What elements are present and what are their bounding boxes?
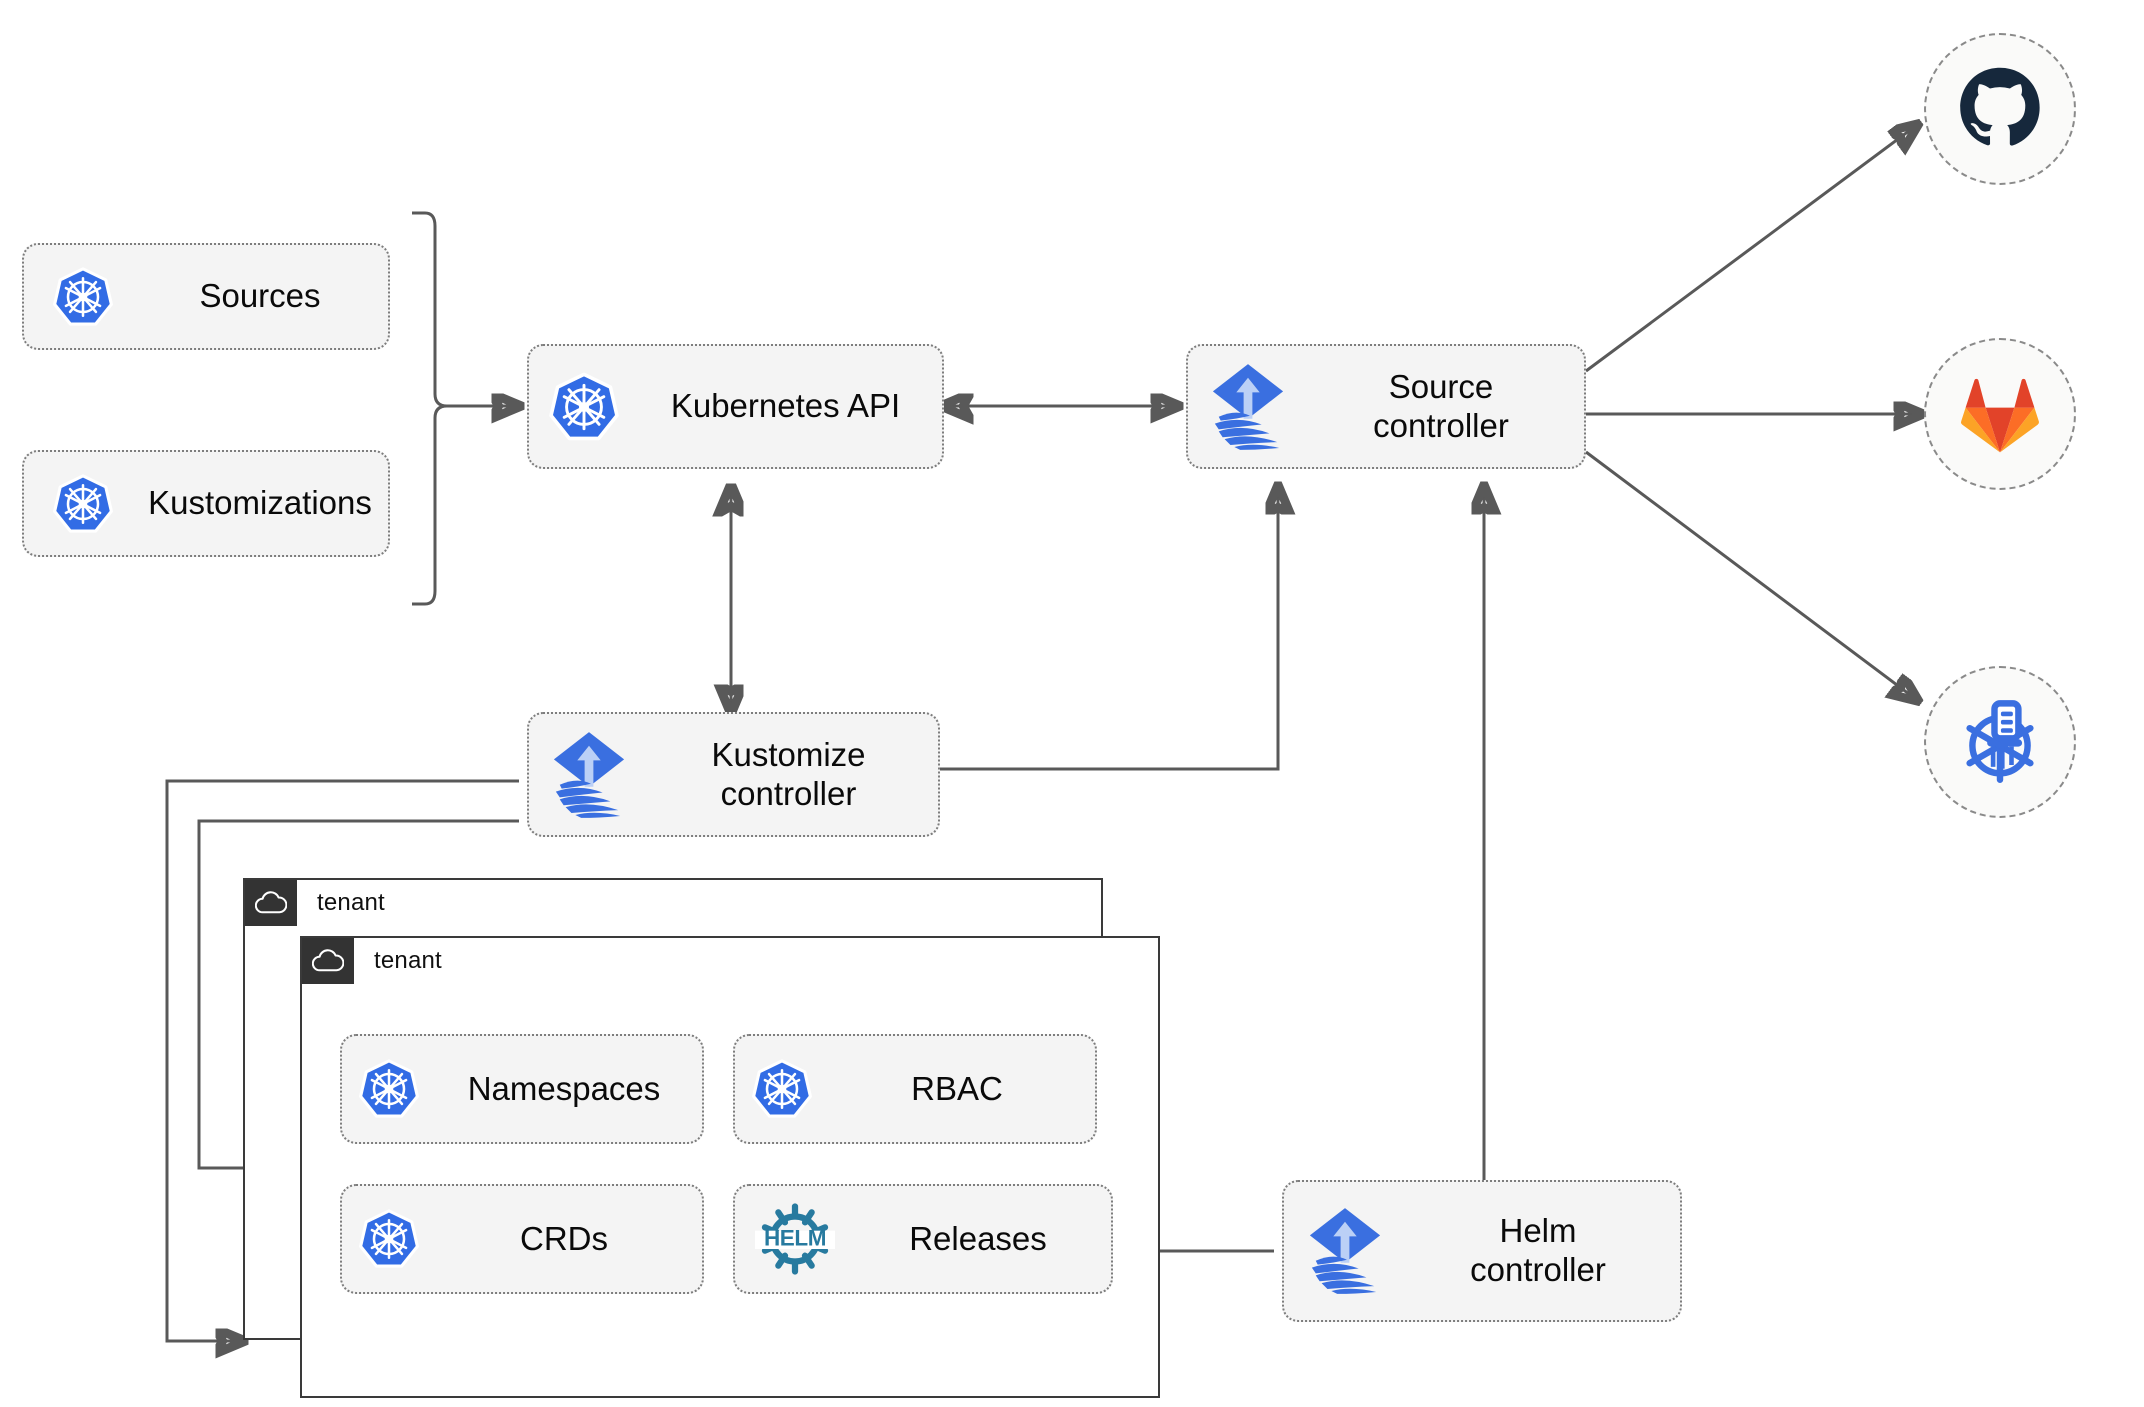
tenant-label: tenant [317, 889, 385, 916]
flux-icon [529, 730, 649, 820]
node-crds[interactable]: CRDs [340, 1184, 704, 1294]
node-label: Releases [909, 1219, 1047, 1257]
tenant-label: tenant [374, 947, 442, 974]
kubernetes-icon [342, 1208, 436, 1270]
node-label: Kustomize controller [711, 735, 866, 812]
node-label: Helm controller [1470, 1212, 1606, 1288]
node-label: Namespaces [467, 1069, 661, 1107]
node-label: Kustomizations [148, 484, 372, 522]
node-kubernetes-api[interactable]: Kubernetes API [527, 344, 944, 469]
github-icon [1960, 67, 2040, 146]
wire-source-to-helm-repo [1585, 450, 1917, 700]
node-source-controller[interactable]: Source controller [1186, 344, 1586, 469]
node-helm-controller[interactable]: Helm controller [1282, 1180, 1682, 1322]
kubernetes-icon [529, 371, 639, 443]
kubernetes-icon [735, 1058, 829, 1120]
kubernetes-icon [24, 266, 142, 328]
tenant-header: tenant [302, 938, 442, 984]
helm-chart-repository-icon [1966, 700, 2034, 783]
flux-icon [1188, 362, 1308, 452]
node-rbac[interactable]: RBAC [733, 1034, 1097, 1144]
endpoint-github[interactable] [1924, 33, 2076, 185]
endpoint-gitlab[interactable] [1924, 338, 2076, 490]
node-kustomize-controller[interactable]: Kustomize controller [527, 712, 940, 837]
node-label: Source controller [1373, 367, 1509, 444]
wire-kustomize-to-tenant-outer [165, 779, 519, 1341]
node-label: Kubernetes API [670, 387, 901, 425]
group-brace [412, 211, 448, 606]
svg-text:HELM: HELM [764, 1226, 826, 1251]
cloud-icon [302, 938, 354, 984]
tenant-header: tenant [245, 880, 385, 926]
flux-icon [1284, 1206, 1406, 1296]
node-label: Sources [199, 277, 321, 315]
helm-icon: HELM [735, 1199, 855, 1279]
node-label: RBAC [911, 1069, 1003, 1107]
kubernetes-icon [342, 1058, 436, 1120]
node-releases[interactable]: HELM Releases [733, 1184, 1113, 1294]
endpoint-helm-repository[interactable] [1924, 666, 2076, 818]
wire-source-to-github [1585, 125, 1917, 373]
cloud-icon [245, 880, 297, 926]
node-label: CRDs [520, 1219, 608, 1257]
gitlab-icon [1961, 378, 2039, 453]
node-namespaces[interactable]: Namespaces [340, 1034, 704, 1144]
tenant-panel-inner[interactable]: tenant [300, 936, 1160, 1398]
kubernetes-icon [24, 473, 142, 535]
node-sources[interactable]: Sources [22, 243, 390, 350]
node-kustomizations[interactable]: Kustomizations [22, 450, 390, 557]
wire-kustomize-to-source [940, 487, 1278, 771]
